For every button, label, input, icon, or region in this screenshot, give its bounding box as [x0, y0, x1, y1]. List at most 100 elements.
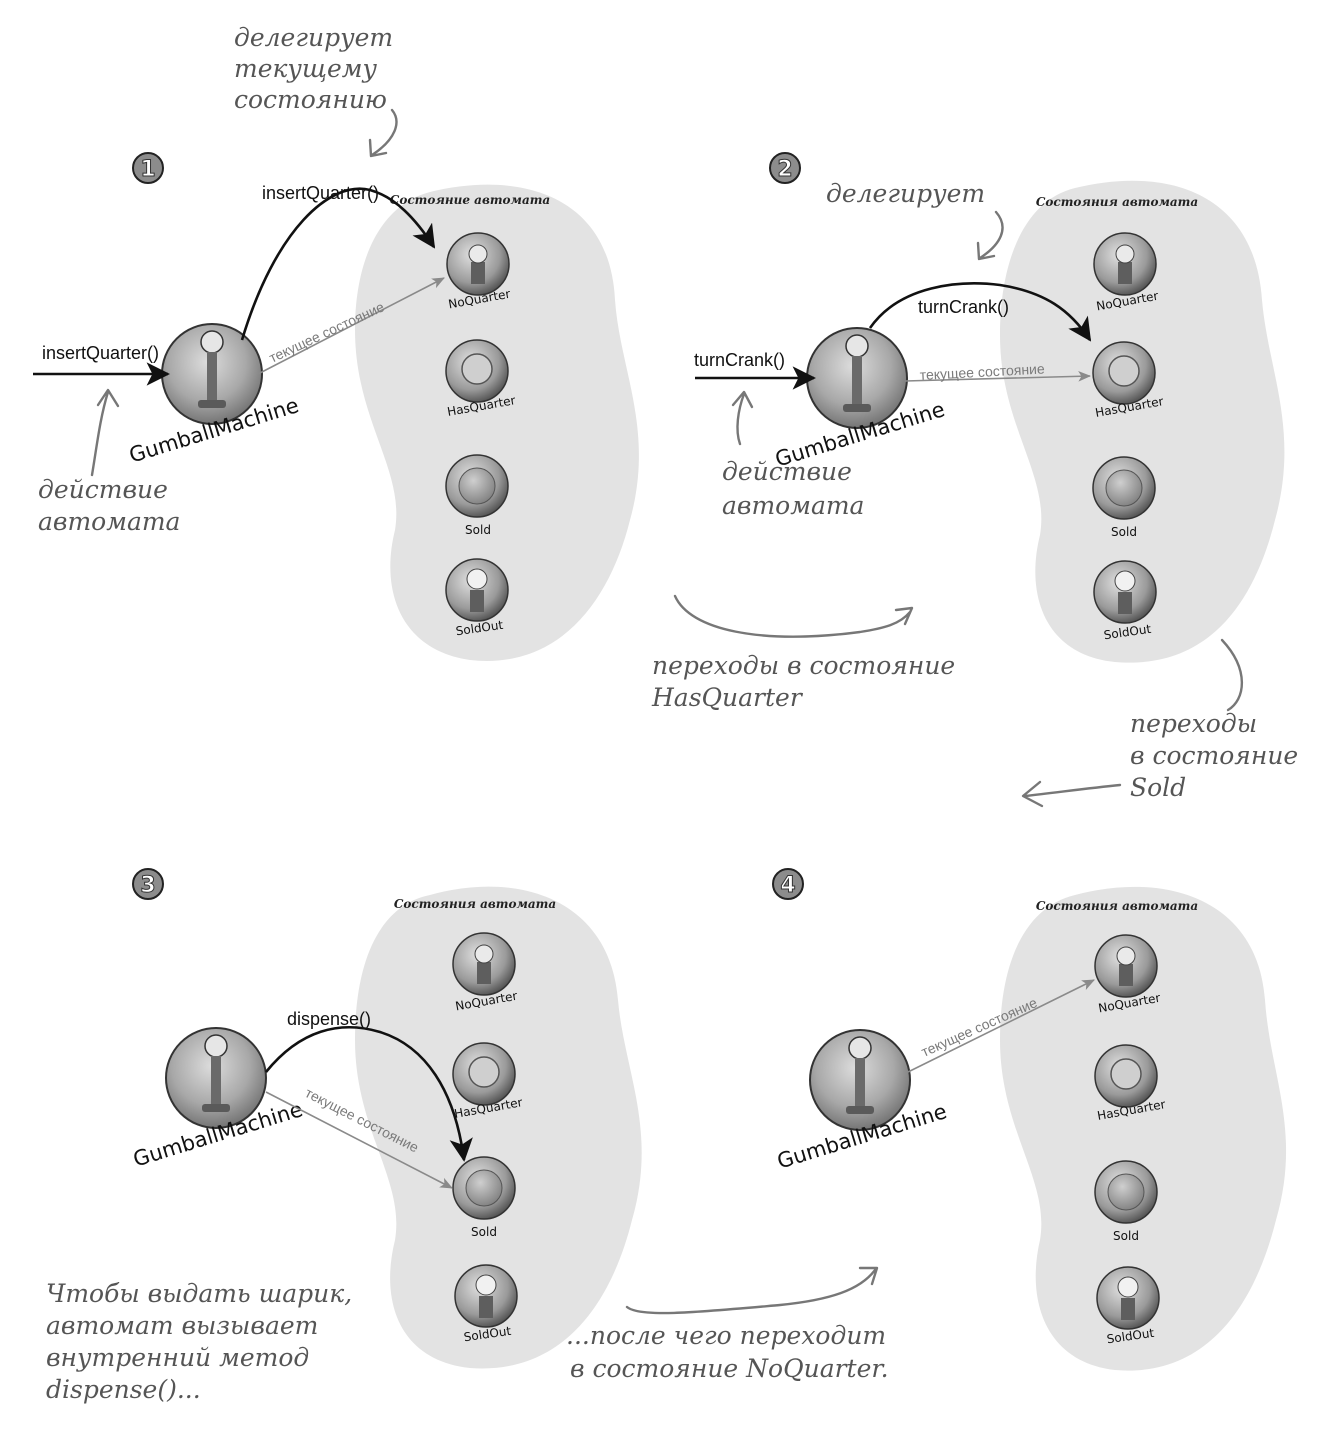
transition-note-line-1: переходы в состояние [652, 651, 955, 680]
gumball-machine-icon [200, 330, 224, 354]
panel-4: Состояния автомата NoQuarter HasQuarter … [772, 868, 1287, 1371]
action-note-line-1: действие [722, 457, 852, 486]
transition-note-2-line-3: Sold [1130, 773, 1186, 802]
hand-arrow-5 [673, 594, 914, 638]
action-note-line-1: действие [38, 475, 168, 504]
state-sold-out: SoldOut [445, 558, 509, 639]
state-label-sold: Sold [1111, 525, 1137, 539]
empty-machine-icon [479, 1296, 493, 1318]
gumball-machine: GumballMachine [774, 1029, 950, 1173]
gumball-icon [458, 467, 496, 505]
hand-arrow-1 [368, 108, 398, 158]
state-sold-out: SoldOut [1093, 560, 1157, 643]
gumball-machine-icon [477, 962, 491, 984]
state-label-sold: Sold [471, 1225, 497, 1239]
state-sold: Sold [1094, 1160, 1158, 1243]
hand-arrow-2 [90, 388, 120, 477]
gumball-machine-icon [204, 1034, 228, 1058]
states-area-1 [355, 184, 639, 661]
state-no-quarter: NoQuarter [1094, 934, 1161, 1015]
action-label-1: insertQuarter() [42, 343, 159, 363]
bottom-note-line-3: внутренний метод [46, 1343, 309, 1372]
empty-machine-icon [470, 590, 484, 612]
delegate-note-2: делегирует [826, 179, 985, 208]
hand-arrow-7 [1021, 780, 1122, 808]
delegate-note-line-2: текущему [234, 54, 377, 83]
action-label-2: turnCrank() [694, 350, 785, 370]
states-area-3 [355, 886, 642, 1369]
panel-2: Состояния автомата NoQuarter HasQuarter … [651, 152, 1298, 808]
hand-arrow-4 [731, 390, 754, 446]
quarter-coin-icon [468, 1056, 500, 1088]
state-no-quarter: NoQuarter [1093, 232, 1159, 313]
state-no-quarter: NoQuarter [452, 932, 518, 1013]
quarter-coin-icon [1110, 1058, 1142, 1090]
transition-note-2-line-1: переходы [1130, 709, 1257, 738]
empty-machine-icon [1121, 1298, 1135, 1320]
states-title: Состояния автомата [394, 897, 556, 911]
gumball-icon [1105, 469, 1143, 507]
states-title: Состояние автомата [390, 193, 550, 207]
delegate-arrow-3 [264, 1025, 473, 1162]
current-state-arrow-4 [907, 979, 1095, 1073]
action-note-line-2: автомата [38, 507, 180, 536]
step-badge-4 [772, 868, 804, 900]
step-number-4: 4 [780, 873, 795, 898]
state-sold: Sold [445, 454, 509, 537]
after-note-line-2: в состояние NoQuarter. [570, 1354, 889, 1383]
gumball-machine-icon [1118, 262, 1132, 284]
step-badge-1 [132, 152, 164, 184]
state-no-quarter: NoQuarter [446, 232, 511, 311]
transition-note-line-2: HasQuarter [651, 683, 804, 712]
step-badge-2 [769, 152, 801, 184]
state-label-sold-out: SoldOut [1106, 1326, 1155, 1347]
step-number-3: 3 [140, 873, 155, 898]
states-title: Состояния автомата [1036, 899, 1198, 913]
delegate-label-1: insertQuarter() [262, 183, 379, 203]
bottom-note-line-2: автомат вызывает [46, 1311, 318, 1340]
state-label-sold: Sold [465, 523, 491, 537]
state-has-quarter: HasQuarter [1094, 1044, 1167, 1123]
hand-arrow-3 [976, 210, 1004, 261]
current-state-arrow-3 [265, 1091, 453, 1189]
step-badge-3 [132, 868, 164, 900]
hand-arrow-8 [625, 1266, 879, 1315]
step-number-2: 2 [777, 157, 792, 182]
after-note-line-1: ...после чего переходит [566, 1321, 886, 1350]
state-has-quarter: HasQuarter [1092, 341, 1165, 420]
state-sold: Sold [452, 1156, 516, 1239]
state-sold: Sold [1092, 456, 1156, 539]
transition-note-2-line-2: в состояние [1130, 741, 1298, 770]
gumball-machine-icon [1119, 964, 1133, 986]
gumball-icon [465, 1169, 503, 1207]
state-label-sold-out: SoldOut [463, 1324, 512, 1345]
hand-arrow-6 [1220, 638, 1244, 712]
delegate-note-line-3: состоянию [234, 85, 387, 114]
quarter-coin-icon [1108, 355, 1140, 387]
state-label-sold-out: SoldOut [1103, 622, 1152, 643]
panel-1: Состояние автомата NoQuarter HasQuarter … [33, 23, 639, 661]
gumball-machine-icon [471, 262, 485, 284]
empty-machine-icon [1118, 592, 1132, 614]
states-area-2 [1000, 180, 1285, 663]
action-note-line-2: автомата [722, 491, 864, 520]
bottom-note-line-1: Чтобы выдать шарик, [46, 1279, 352, 1308]
quarter-coin-icon [461, 353, 493, 385]
gumball-icon [1107, 1173, 1145, 1211]
delegate-label-2: turnCrank() [918, 297, 1009, 317]
state-label-sold: Sold [1113, 1229, 1139, 1243]
states-title: Состояния автомата [1036, 195, 1198, 209]
state-label-sold-out: SoldOut [455, 618, 504, 639]
bottom-note-line-4: dispense()... [46, 1375, 201, 1404]
current-state-arrow-2 [904, 370, 1092, 382]
gumball-machine-icon [845, 334, 869, 358]
state-sold-out: SoldOut [454, 1264, 518, 1345]
gumball-machine-icon [848, 1036, 872, 1060]
state-sold-out: SoldOut [1096, 1266, 1160, 1347]
current-state-arrow-1 [257, 277, 445, 375]
step-number-1: 1 [140, 157, 155, 182]
panel-3: Состояния автомата NoQuarter HasQuarter … [46, 868, 889, 1404]
gumball-machine: GumballMachine [772, 327, 948, 471]
current-state-label-2: текущее состояние [919, 360, 1045, 383]
